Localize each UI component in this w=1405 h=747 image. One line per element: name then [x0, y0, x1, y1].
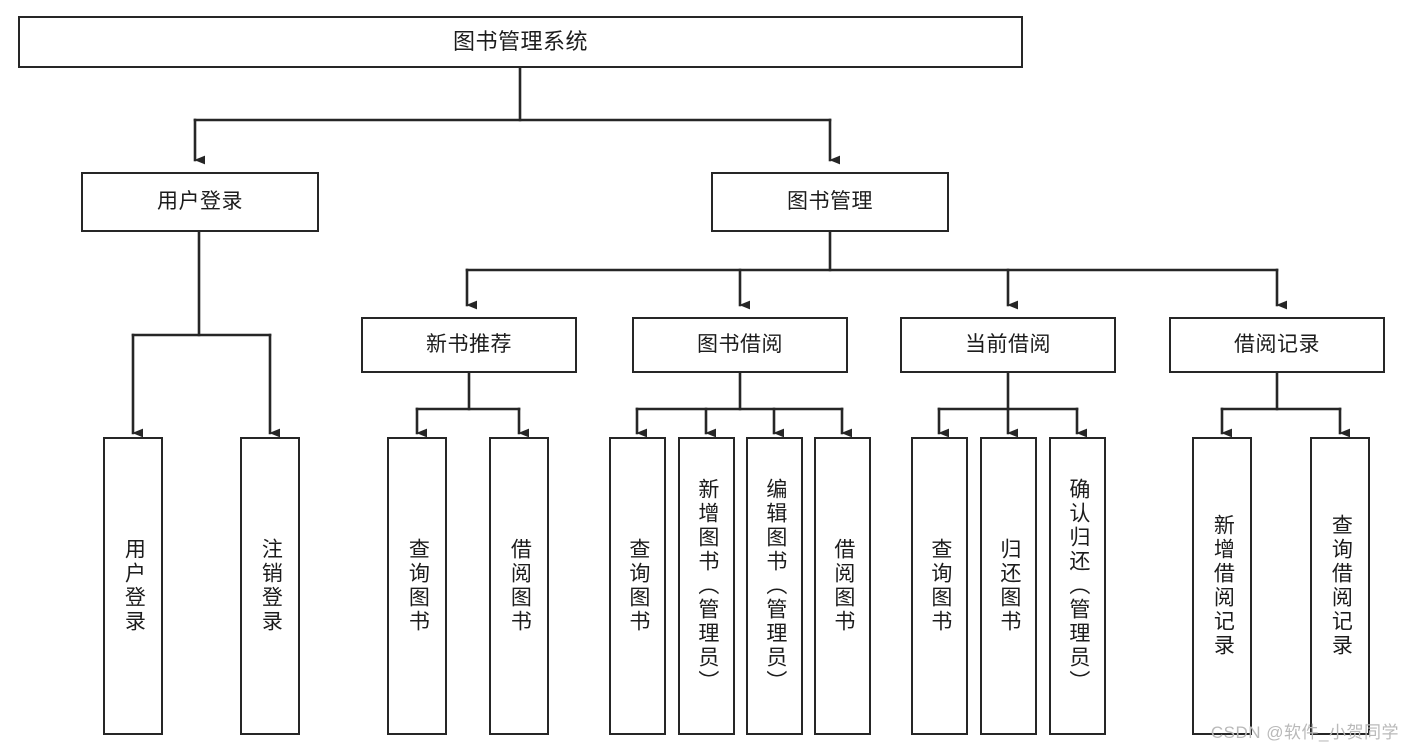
node-leaf-query-book-3-label: 查询图书: [928, 538, 952, 634]
node-leaf-add-record-label: 新增借阅记录: [1211, 514, 1235, 658]
node-leaf-confirm-return-label: 确认归还（管理员）: [1066, 478, 1090, 694]
node-leaf-query-record[interactable]: 查询借阅记录: [1310, 437, 1370, 735]
node-current-borrow[interactable]: 当前借阅: [900, 317, 1116, 373]
node-leaf-confirm-return[interactable]: 确认归还（管理员）: [1049, 437, 1106, 735]
node-leaf-user-login-label: 用户登录: [122, 538, 146, 634]
node-leaf-add-book[interactable]: 新增图书（管理员）: [678, 437, 735, 735]
node-leaf-query-book-1-label: 查询图书: [406, 538, 430, 634]
node-leaf-query-book-2[interactable]: 查询图书: [609, 437, 666, 735]
node-book-manage[interactable]: 图书管理: [711, 172, 949, 232]
node-leaf-add-book-label: 新增图书（管理员）: [695, 478, 719, 694]
node-leaf-user-login[interactable]: 用户登录: [103, 437, 163, 735]
node-leaf-borrow-book-2[interactable]: 借阅图书: [814, 437, 871, 735]
node-borrow-record[interactable]: 借阅记录: [1169, 317, 1385, 373]
node-leaf-borrow-book-1-label: 借阅图书: [508, 538, 532, 634]
node-leaf-return-book-label: 归还图书: [997, 538, 1021, 634]
node-current-borrow-label: 当前借阅: [965, 332, 1051, 356]
node-leaf-edit-book-label: 编辑图书（管理员）: [763, 478, 787, 694]
node-leaf-query-book-3[interactable]: 查询图书: [911, 437, 968, 735]
node-leaf-query-book-1[interactable]: 查询图书: [387, 437, 447, 735]
node-new-book-rec[interactable]: 新书推荐: [361, 317, 577, 373]
node-borrow-record-label: 借阅记录: [1234, 332, 1320, 356]
node-user-login-label: 用户登录: [157, 189, 243, 213]
node-book-borrow[interactable]: 图书借阅: [632, 317, 848, 373]
node-leaf-edit-book[interactable]: 编辑图书（管理员）: [746, 437, 803, 735]
node-leaf-return-book[interactable]: 归还图书: [980, 437, 1037, 735]
node-leaf-logout[interactable]: 注销登录: [240, 437, 300, 735]
node-leaf-add-record[interactable]: 新增借阅记录: [1192, 437, 1252, 735]
node-leaf-query-record-label: 查询借阅记录: [1329, 514, 1353, 658]
node-new-book-rec-label: 新书推荐: [426, 332, 512, 356]
node-leaf-borrow-book-2-label: 借阅图书: [831, 538, 855, 634]
node-user-login[interactable]: 用户登录: [81, 172, 319, 232]
node-book-borrow-label: 图书借阅: [697, 332, 783, 356]
node-book-manage-label: 图书管理: [787, 189, 873, 213]
node-leaf-logout-label: 注销登录: [259, 538, 283, 634]
node-leaf-query-book-2-label: 查询图书: [626, 538, 650, 634]
node-leaf-borrow-book-1[interactable]: 借阅图书: [489, 437, 549, 735]
node-root-label: 图书管理系统: [452, 29, 588, 55]
node-root[interactable]: 图书管理系统: [18, 16, 1023, 68]
